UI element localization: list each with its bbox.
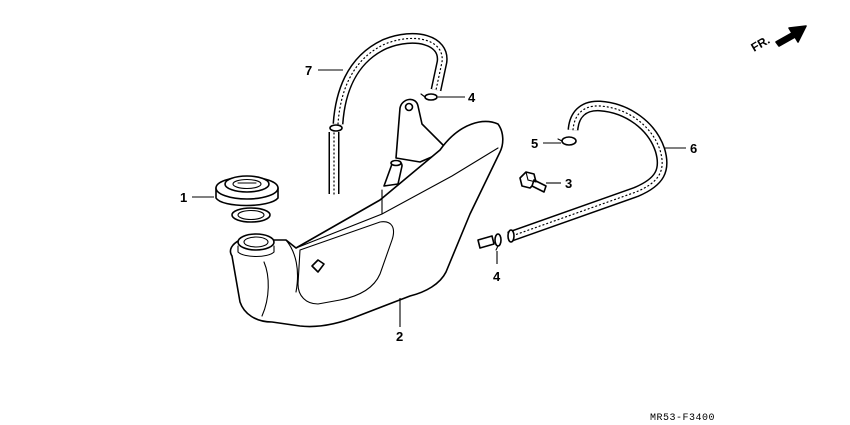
diagram-code: MR53-F3400	[650, 413, 715, 424]
callout-4-upper: 4	[468, 90, 476, 105]
callout-6: 6	[690, 141, 697, 156]
callout-7: 7	[305, 63, 312, 78]
callout-2: 2	[396, 329, 403, 344]
callout-5: 5	[531, 136, 538, 151]
front-label: FR.	[749, 33, 773, 55]
hose-clip-5	[557, 136, 577, 146]
front-arrow-icon	[775, 25, 807, 47]
reservoir-cap	[215, 175, 279, 207]
reservoir-tank	[229, 98, 504, 328]
leader-lines	[192, 69, 686, 327]
cap-seal-ring	[231, 207, 271, 223]
hose-clip-4-lower	[494, 233, 502, 251]
hose-clip-4-upper	[420, 93, 438, 101]
breather-hose-upper	[328, 32, 448, 195]
front-direction-indicator: FR.	[749, 25, 807, 55]
overflow-hose	[507, 100, 668, 243]
callout-4-lower: 4	[493, 269, 501, 284]
mounting-bolt	[519, 171, 547, 193]
callout-3: 3	[565, 176, 572, 191]
callout-1: 1	[180, 190, 187, 205]
